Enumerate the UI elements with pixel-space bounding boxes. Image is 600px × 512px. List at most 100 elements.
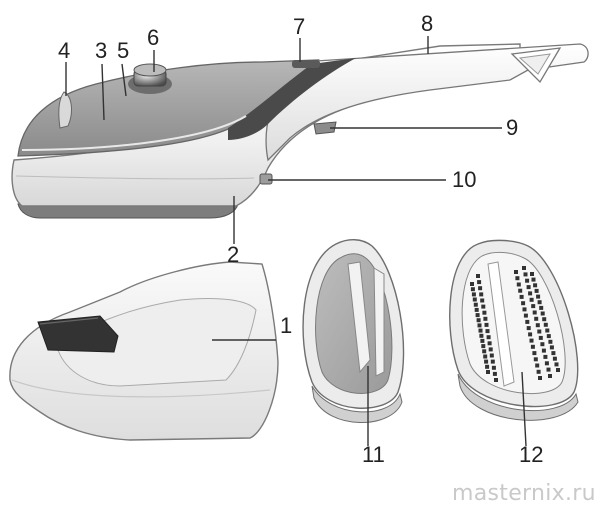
bristle-tuft (552, 356, 557, 361)
bristle-tuft (481, 344, 486, 349)
bristle-tuft (539, 305, 544, 310)
bristle-tuft (482, 310, 487, 315)
tank-latch (259, 173, 273, 185)
callout-10: 10 (452, 167, 476, 192)
bristle-tuft (534, 288, 539, 293)
callout-6: 6 (147, 25, 159, 50)
bristle-tuft (526, 326, 531, 331)
bristle-tuft (480, 338, 485, 343)
bristle-tuft (521, 301, 526, 306)
bristle-tuft (522, 266, 526, 270)
bristle-tuft (516, 282, 521, 287)
bristle-tuft (486, 335, 491, 340)
callout-12: 12 (519, 442, 543, 467)
callout-9: 9 (506, 115, 518, 140)
bristle-tuft (481, 304, 486, 309)
bristle-tuft (556, 368, 560, 372)
bristle-tuft (483, 354, 488, 359)
watermark: masternix.ru (452, 481, 596, 506)
bristle-tuft (492, 371, 497, 376)
bristle-tuft (514, 270, 518, 274)
bristle-tuft (525, 278, 530, 283)
bristle-tuft (477, 323, 482, 328)
bristle-tuft (540, 311, 545, 316)
bristle-tuft (543, 354, 548, 359)
bristle-tuft (544, 361, 549, 366)
bristle-tuft (545, 328, 550, 333)
bristle-tuft (541, 348, 546, 353)
bristle-tuft (534, 316, 539, 321)
bristle-tuft (554, 362, 559, 367)
steam-nozzle (58, 91, 72, 129)
bristle-tuft (470, 282, 474, 286)
callout-1: 1 (280, 313, 292, 338)
bristle-tuft (530, 272, 534, 276)
bristle-tuft (533, 357, 538, 362)
callout-8: 8 (421, 11, 433, 36)
bristle-tuft (531, 277, 536, 282)
bristle-tuft (523, 272, 528, 277)
bristle-tuft (533, 283, 538, 288)
bristle-tuft (470, 287, 475, 292)
bristle-tuft (482, 349, 487, 354)
bristle-tuft (486, 370, 490, 374)
bristle-tuft (546, 334, 551, 339)
bristle-tuft (485, 364, 490, 369)
bristle-tuft (525, 319, 530, 324)
felt-attachment (302, 239, 405, 423)
bristle-tuft (475, 313, 480, 318)
brush-bristles (470, 266, 560, 382)
bristle-tuft (528, 332, 533, 337)
bristle-tuft (549, 345, 554, 350)
callout-11: 11 (362, 442, 385, 467)
bristle-tuft (551, 351, 556, 356)
bristle-tuft (478, 328, 483, 333)
bristle-tuft (474, 307, 479, 312)
bristle-tuft (546, 367, 551, 372)
water-tank-shell (17, 59, 320, 157)
bristle-tuft (484, 359, 489, 364)
bristle-tuft (537, 329, 542, 334)
bristle-tuft (523, 313, 528, 318)
bristle-tuft (518, 288, 523, 293)
bristle-tuft (529, 338, 534, 343)
bristle-tuft (471, 292, 476, 297)
steam-trigger (313, 121, 337, 135)
bristle-tuft (485, 329, 490, 334)
bristle-tuft (479, 333, 484, 338)
callout-7: 7 (293, 14, 305, 39)
bristle-tuft (529, 297, 534, 302)
bristle-tuft (532, 310, 537, 315)
bristle-tuft (484, 322, 489, 327)
steamer-unit (11, 43, 589, 219)
bristle-tuft (522, 307, 527, 312)
base-contact-pad (37, 315, 119, 353)
callout-labels: 1 2 3 4 5 6 7 8 9 10 11 12 (58, 11, 543, 467)
bristle-tuft (476, 318, 481, 323)
bristle-tuft (536, 294, 541, 299)
callout-2: 2 (227, 242, 239, 267)
bristle-tuft (548, 339, 553, 344)
bristle-tuft (488, 347, 493, 352)
bristle-tuft (494, 378, 498, 382)
brush-attachment (449, 239, 579, 421)
bristle-tuft (487, 341, 492, 346)
bristle-tuft (535, 323, 540, 328)
bristle-tuft (478, 286, 483, 291)
bristle-tuft (473, 302, 478, 307)
bristle-tuft (543, 322, 548, 327)
bristle-tuft (538, 376, 542, 380)
bristle-tuft (479, 292, 484, 297)
accent-stripe (228, 58, 356, 140)
bristle-tuft (489, 353, 494, 358)
bristle-tuft (491, 365, 496, 370)
leader-lines (65, 36, 527, 447)
bristle-tuft (531, 304, 536, 309)
bristle-tuft (548, 374, 552, 378)
bristle-tuft (490, 359, 495, 364)
bristle-tuft (477, 280, 482, 285)
bristle-tuft (476, 274, 480, 278)
bristle-tuft (532, 351, 537, 356)
bristle-tuft (537, 300, 542, 305)
